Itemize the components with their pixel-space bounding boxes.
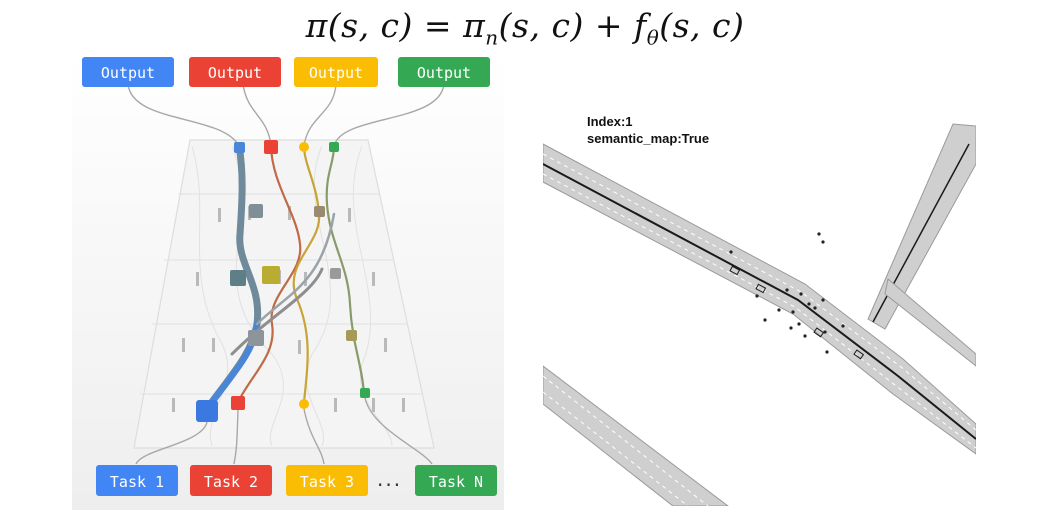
multitask-network-diagram: Output Output Output Output Task 1 Task … bbox=[72, 54, 504, 510]
semantic-map bbox=[543, 104, 976, 506]
formula-f: f bbox=[633, 6, 647, 45]
task-button[interactable]: Task 3 bbox=[286, 465, 368, 496]
bottom-node-red bbox=[231, 396, 245, 410]
task-button[interactable]: Task 2 bbox=[190, 465, 272, 496]
task-label: Task 2 bbox=[204, 473, 258, 491]
formula-f-sub: θ bbox=[646, 25, 660, 50]
network-frame bbox=[133, 139, 435, 449]
formula-pi-args: (s, c) bbox=[498, 6, 584, 45]
output-label: Output bbox=[101, 64, 155, 82]
node bbox=[330, 268, 341, 279]
node bbox=[262, 266, 280, 284]
task-button[interactable]: Task N bbox=[415, 465, 497, 496]
lower-road bbox=[543, 365, 729, 506]
task-ellipsis: ··· bbox=[377, 473, 403, 497]
inner-nodes bbox=[230, 204, 357, 346]
top-node-green bbox=[329, 142, 339, 152]
output-button[interactable]: Output bbox=[294, 57, 378, 87]
node bbox=[346, 330, 357, 341]
agents bbox=[729, 232, 845, 354]
output-button[interactable]: Output bbox=[189, 57, 281, 87]
output-label: Output bbox=[208, 64, 262, 82]
bottom-nodes bbox=[196, 388, 370, 422]
output-connectors bbox=[127, 83, 445, 147]
node bbox=[249, 204, 263, 218]
formula-equals: = bbox=[423, 6, 453, 45]
node bbox=[314, 206, 325, 217]
formula-plus: + bbox=[594, 6, 623, 45]
task-button[interactable]: Task 1 bbox=[96, 465, 178, 496]
node bbox=[230, 270, 246, 286]
task-label: Task 1 bbox=[110, 473, 164, 491]
top-node-red bbox=[264, 140, 278, 154]
map-index-label: Index:1 bbox=[587, 114, 633, 129]
main-road bbox=[543, 143, 976, 455]
task-connectors bbox=[135, 397, 433, 465]
output-button[interactable]: Output bbox=[82, 57, 174, 87]
bottom-node-yellow bbox=[299, 399, 309, 409]
bottom-node-blue bbox=[196, 400, 218, 422]
output-button[interactable]: Output bbox=[398, 57, 490, 87]
output-buttons: Output Output Output Output bbox=[82, 57, 490, 87]
formula-pi: π bbox=[463, 6, 486, 45]
top-node-blue bbox=[234, 142, 245, 153]
output-label: Output bbox=[309, 64, 363, 82]
formula-pi-sub: n bbox=[485, 25, 499, 50]
formula: π(s, c) = πn(s, c) + fθ(s, c) bbox=[0, 6, 1050, 50]
cross-road bbox=[867, 123, 976, 367]
formula-f-args: (s, c) bbox=[659, 6, 745, 45]
output-label: Output bbox=[417, 64, 471, 82]
bottom-node-green bbox=[360, 388, 370, 398]
vehicles bbox=[729, 265, 865, 360]
task-label: Task 3 bbox=[300, 473, 354, 491]
top-node-yellow bbox=[299, 142, 309, 152]
formula-lhs: π(s, c) bbox=[305, 6, 413, 45]
task-buttons: Task 1 Task 2 Task 3 Task N bbox=[96, 465, 497, 496]
map-semantic-label: semantic_map:True bbox=[587, 131, 710, 146]
semantic-map-panel: Index:1 semantic_map:True bbox=[543, 104, 976, 506]
top-nodes bbox=[234, 140, 339, 154]
node bbox=[248, 330, 264, 346]
task-label: Task N bbox=[429, 473, 483, 491]
